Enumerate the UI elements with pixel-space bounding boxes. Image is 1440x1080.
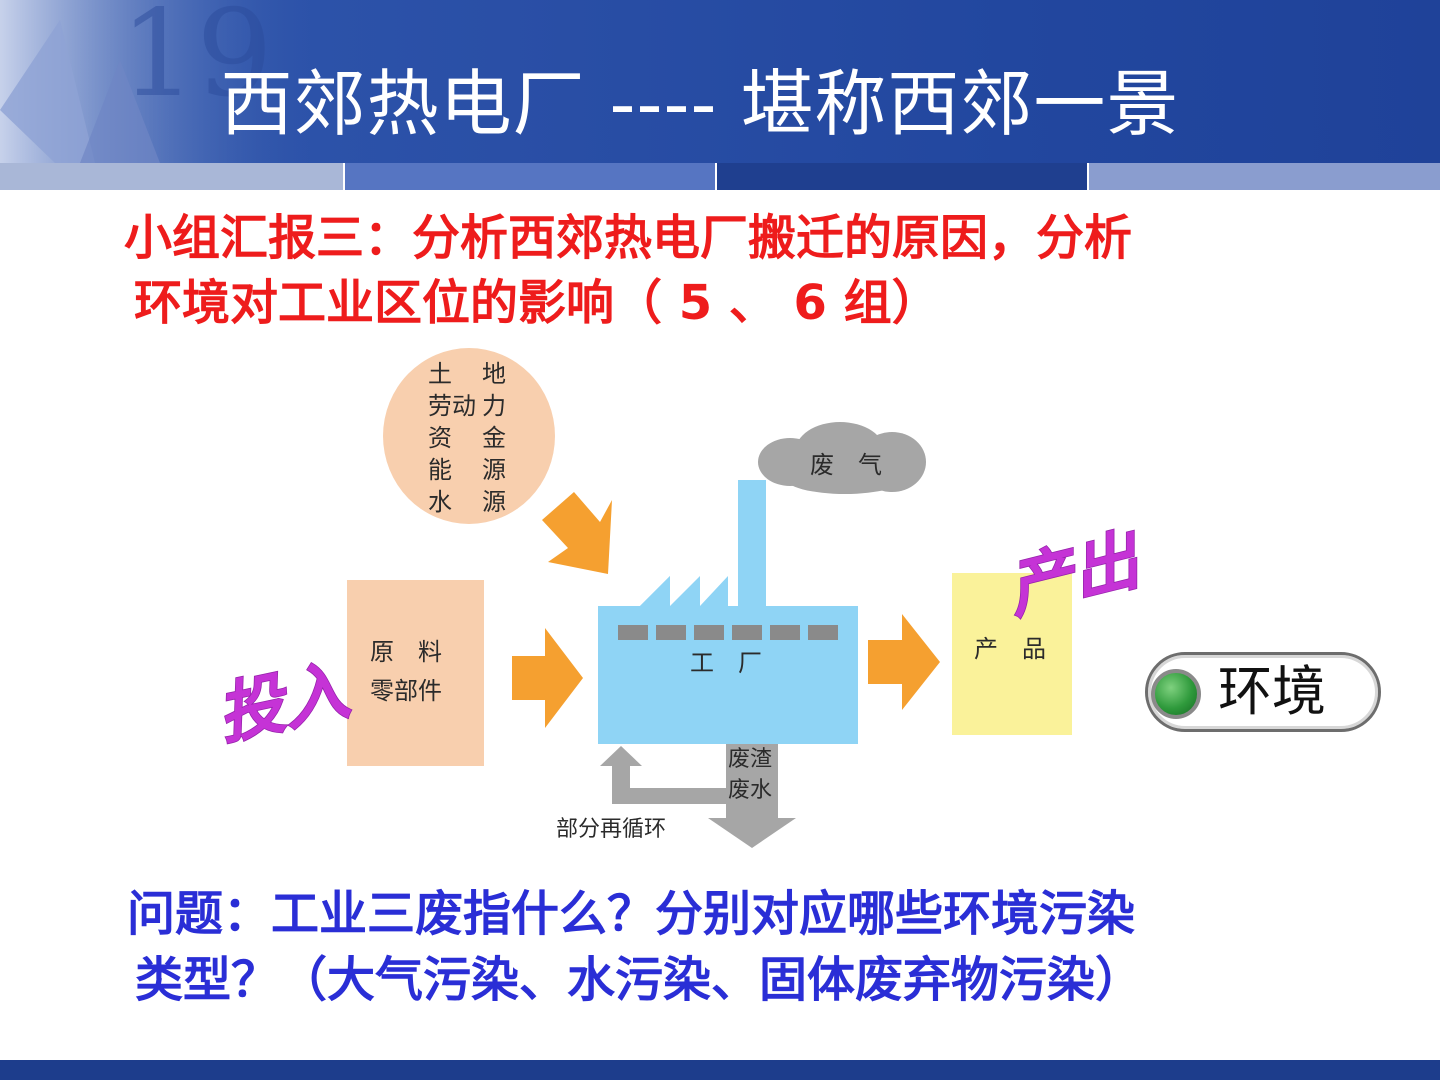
- header-stripe: [0, 163, 343, 190]
- slide-title: 西郊热电厂 ---- 堪称西郊一景: [220, 62, 1180, 146]
- input-item-right: 源: [482, 488, 506, 516]
- input-word-art: 投入: [211, 651, 356, 754]
- question-text-line-2: 类型？（大气污染、水污染、固体废弃物污染）: [135, 952, 1144, 1008]
- raw-materials-box: [347, 580, 484, 766]
- header-stripe: [717, 163, 1087, 190]
- footer-bar: [0, 1060, 1440, 1080]
- output-word-art: 产出: [999, 520, 1151, 628]
- arrow-diagonal-icon: [542, 492, 612, 574]
- input-item-left: 水: [428, 488, 452, 516]
- exhaust-label: 废 气: [810, 451, 882, 479]
- environment-button[interactable]: 环境: [1145, 652, 1381, 732]
- clock-decoration-graphic: 19: [0, 0, 330, 163]
- factory-building: [598, 480, 858, 744]
- input-item-right: 力: [482, 392, 506, 420]
- slide-header: 19 西郊热电厂 ---- 堪称西郊一景: [0, 0, 1440, 163]
- environment-button-label: 环境: [1218, 660, 1326, 723]
- input-item-right: 地: [482, 360, 506, 388]
- waste-slag-label: 废渣: [728, 747, 772, 772]
- input-item-left: 土: [428, 360, 452, 388]
- input-item-right: 金: [482, 424, 506, 452]
- inputs-list: 土 地 劳动 力 资 金 能 源 水 源: [428, 360, 506, 516]
- arrow-right-icon: [868, 614, 940, 710]
- exhaust-cloud-icon: [758, 422, 926, 494]
- parts-label: 零部件: [370, 677, 442, 705]
- input-item-left: 能: [428, 456, 452, 484]
- input-item-left: 劳动: [428, 392, 476, 420]
- arrow-right-icon: [512, 628, 583, 728]
- task-text-line-1: 小组汇报三：分析西郊热电厂搬迁的原因，分析: [124, 210, 1133, 266]
- waste-water-label: 废水: [728, 778, 772, 803]
- svg-text:19: 19: [120, 0, 273, 124]
- input-item-right: 源: [482, 456, 506, 484]
- header-stripe: [1089, 163, 1440, 190]
- task-text-line-2: 环境对工业区位的影响（ 5 、 6 组）: [134, 275, 940, 331]
- question-text-line-1: 问题：工业三废指什么？分别对应哪些环境污染: [127, 886, 1136, 942]
- green-dot-icon: [1151, 669, 1201, 719]
- product-box: [952, 573, 1072, 735]
- product-label: 产 品: [974, 635, 1046, 663]
- recycle-label: 部分再循环: [556, 817, 666, 842]
- inputs-circle: [383, 348, 555, 524]
- waste-down-arrow-icon: [708, 744, 796, 848]
- factory-label: 工 厂: [690, 649, 762, 677]
- header-stripe: [345, 163, 715, 190]
- raw-materials-label: 原 料: [370, 638, 442, 666]
- recycle-arrow-icon: [600, 746, 726, 804]
- input-item-left: 资: [428, 424, 452, 452]
